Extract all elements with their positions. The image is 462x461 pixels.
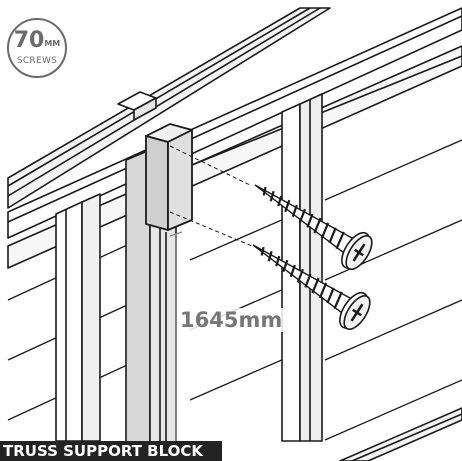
bottom-rail (339, 407, 462, 461)
top-rail (7, 7, 462, 269)
badge-label: SCREWS (16, 56, 58, 66)
rail-clip (117, 91, 157, 121)
badge-number: 70 (13, 28, 45, 53)
dimension-label: 1645mm (178, 308, 285, 332)
screw-size-badge: 70MM SCREWS (7, 18, 67, 78)
screw-guides (169, 145, 253, 247)
badge-number-row: 70MM (9, 30, 65, 52)
caption-label: TRUSS SUPPORT BLOCK (0, 441, 222, 461)
screw-icon (252, 244, 371, 331)
dimension-line (169, 231, 183, 441)
left-frame (55, 193, 101, 442)
badge-unit: MM (44, 39, 61, 48)
screw-icon (254, 184, 373, 271)
truss-support-block (145, 123, 193, 231)
